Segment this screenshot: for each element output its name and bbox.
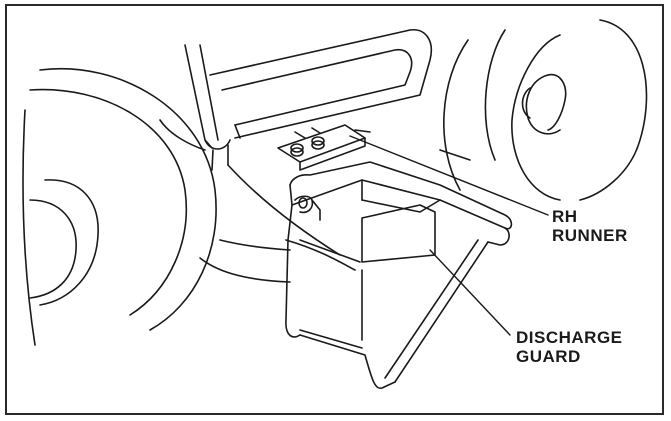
discharge-guard-label: DISCHARGE GUARD xyxy=(516,328,623,366)
leader-line-rh-runner xyxy=(349,135,549,216)
discharge-guard-label-line1: DISCHARGE xyxy=(516,328,623,347)
rh-runner-bracket xyxy=(277,124,371,171)
foot-rest xyxy=(209,29,432,139)
mower-deck xyxy=(159,119,471,283)
rh-runner-label-line2: RUNNER xyxy=(552,226,628,245)
chassis-frame xyxy=(184,44,231,171)
discharge-guard xyxy=(285,161,513,389)
leader-line-discharge-guard xyxy=(429,249,511,336)
discharge-guard-label-line2: GUARD xyxy=(516,347,581,366)
rh-runner-label: RH RUNNER xyxy=(552,207,628,245)
leader-lines xyxy=(349,135,549,336)
figure-frame xyxy=(5,4,664,415)
left-tire xyxy=(22,68,217,346)
rh-runner-label-line1: RH xyxy=(552,207,578,226)
right-tire xyxy=(443,19,648,201)
